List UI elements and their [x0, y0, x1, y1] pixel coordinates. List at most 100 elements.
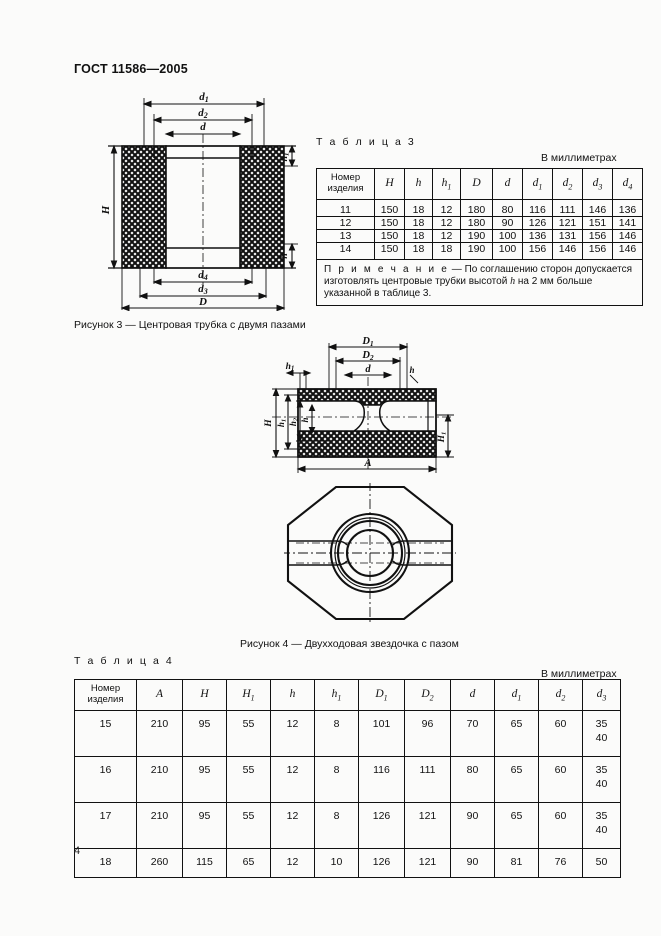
svg-text:d2: d2: [198, 107, 208, 120]
table-4-col-D1: D1: [358, 679, 405, 711]
cell-value: 12: [270, 848, 315, 878]
cell-value: 60: [538, 756, 583, 803]
table-4-col-d3: d3: [582, 679, 621, 711]
svg-text:d: d: [365, 364, 371, 375]
cell-value: 8: [314, 756, 359, 803]
cell-value: 121: [404, 802, 451, 849]
cell-value: 141: [612, 216, 643, 230]
cell-value: 190: [460, 242, 493, 260]
cell-value: 90: [492, 216, 523, 230]
cell-value: 55: [226, 710, 271, 757]
cell-item-number: 11: [316, 199, 375, 217]
figure-3-caption: Рисунок 3 — Центровая трубка с двумя паз…: [74, 319, 306, 331]
cell-value: 151: [582, 216, 613, 230]
cell-value: 210: [136, 756, 183, 803]
table-3-col-d3: d3: [582, 168, 613, 200]
cell-value: 116: [358, 756, 405, 803]
svg-text:d1: d1: [199, 91, 209, 104]
cell-item-number: 14: [316, 242, 375, 260]
cell-item-number: 17: [74, 802, 137, 849]
cell-value: 146: [612, 242, 643, 260]
cell-value: 146: [612, 229, 643, 243]
cell-value: 90: [450, 848, 495, 878]
svg-text:A: A: [363, 458, 371, 469]
table-3-caption: Т а б л и ц а 3: [316, 136, 416, 148]
cell-value: 190: [460, 229, 493, 243]
cell-value: 18: [404, 229, 433, 243]
cell-value: 146: [582, 199, 613, 217]
cell-value: 136: [522, 229, 553, 243]
table-4-col-D2: D2: [404, 679, 451, 711]
cell-value: 55: [226, 756, 271, 803]
table-3-note-symbol: h: [510, 276, 516, 287]
cell-value: 136: [612, 199, 643, 217]
cell-value: 150: [374, 216, 405, 230]
cell-value: 180: [460, 199, 493, 217]
table-3-col-d1: d1: [522, 168, 553, 200]
svg-text:h: h: [409, 365, 414, 375]
cell-item-number: 18: [74, 848, 137, 878]
figure-4-caption: Рисунок 4 — Двухходовая звездочка с пазо…: [240, 638, 459, 650]
cell-value: 156: [582, 229, 613, 243]
cell-value: 18: [432, 242, 461, 260]
cell-value: 126: [358, 848, 405, 878]
cell-value: 210: [136, 710, 183, 757]
svg-text:h1: h1: [286, 362, 295, 373]
table-3-note: П р и м е ч а н и е — По соглашению стор…: [316, 259, 643, 306]
cell-value: 80: [492, 199, 523, 217]
cell-value: 116: [522, 199, 553, 217]
cell-value: 70: [450, 710, 495, 757]
table-4-col-d2: d2: [538, 679, 583, 711]
svg-text:h: h: [279, 253, 290, 259]
table-4-col-h: h: [270, 679, 315, 711]
cell-value: 150: [374, 229, 405, 243]
cell-value: 65: [494, 802, 539, 849]
svg-text:h1: h1: [276, 419, 287, 427]
cell-value: 50: [582, 848, 621, 878]
cell-item-number: 16: [74, 756, 137, 803]
page-number: 4: [74, 845, 81, 857]
table-3-note-label: П р и м е ч а н и е: [324, 264, 450, 275]
cell-value: 12: [432, 229, 461, 243]
cell-value: 146: [552, 242, 583, 260]
cell-value: 10: [314, 848, 359, 878]
cell-value: 18: [404, 216, 433, 230]
cell-value: 12: [432, 216, 461, 230]
cell-value: 95: [182, 802, 227, 849]
cell-value: 95: [182, 710, 227, 757]
table-3-col-H: H: [374, 168, 405, 200]
cell-value: 12: [270, 802, 315, 849]
cell-value: 12: [270, 710, 315, 757]
cell-value: 156: [522, 242, 553, 260]
cell-item-number: 13: [316, 229, 375, 243]
cell-value: 8: [314, 802, 359, 849]
cell-value: 12: [270, 756, 315, 803]
cell-value: 156: [582, 242, 613, 260]
cell-value: 101: [358, 710, 405, 757]
cell-value: 65: [494, 710, 539, 757]
cell-value: 18: [404, 242, 433, 260]
table-3-units: В миллиметрах: [541, 152, 617, 164]
figure-3-drawing: d1 d2 d: [100, 91, 298, 311]
cell-value: 111: [552, 199, 583, 217]
table-4-col-d: d: [450, 679, 495, 711]
cell-value: 100: [492, 242, 523, 260]
svg-text:H: H: [264, 419, 274, 428]
svg-text:D2: D2: [361, 350, 374, 362]
cell-value: 60: [538, 710, 583, 757]
cell-value: 12: [432, 199, 461, 217]
table-3-col-h1: h1: [432, 168, 461, 200]
svg-text:h1: h1: [279, 152, 291, 161]
cell-value: 150: [374, 199, 405, 217]
table-4-caption: Т а б л и ц а 4: [74, 655, 174, 667]
cell-value: 126: [522, 216, 553, 230]
